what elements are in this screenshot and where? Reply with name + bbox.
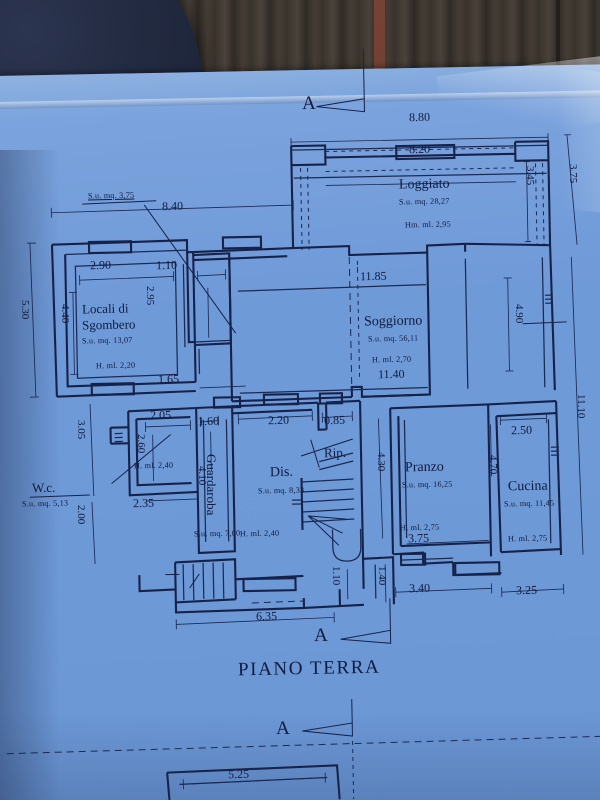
dim-bottom-340: 3.40 — [408, 580, 431, 596]
room-height-wc: H. ml. 2,40 — [133, 460, 174, 471]
dim-closet-width: 1.10 — [155, 257, 178, 273]
room-area-dis: S.u. mq. 8,33 — [257, 485, 305, 496]
dim-bottom-110: 1.10 — [330, 566, 342, 586]
dim-soggiorno-top: 11.85 — [359, 268, 387, 284]
photo-shadow-left — [0, 150, 60, 800]
dim-cucina-top: 2.50 — [510, 422, 533, 438]
dim-top-left-span: 8.40 — [161, 198, 184, 214]
room-height-soggiorno: H. ml. 2,70 — [371, 354, 412, 365]
room-height-cucina: H. ml. 2,75 — [507, 533, 548, 544]
dim-sgombero-height: 4.40 — [59, 304, 71, 324]
dim-closet-height: 2.95 — [144, 286, 156, 306]
dim-sgombero-width: 2.90 — [89, 257, 112, 273]
room-label-sgombero-line2: Sgombero — [81, 316, 136, 333]
dim-pranzo-side: 4.30 — [375, 452, 387, 472]
dim-wc-top-205: 2.05 — [149, 407, 172, 423]
dim-corridor-1-65: 1.65 — [157, 371, 180, 387]
room-label-rip: Rip. — [323, 444, 347, 461]
dim-dis-top: 2.20 — [267, 412, 290, 428]
room-height-loggiato: Hm. ml. 2,95 — [404, 219, 451, 230]
section-marker-a-middle: A — [313, 624, 328, 647]
dim-pranzo-bottom: 3.75 — [407, 530, 430, 546]
room-label-sgombero-line1: Locali di — [81, 300, 129, 317]
dim-bottom-140: 1.40 — [376, 566, 388, 586]
room-height-sgombero: H. ml. 2,20 — [95, 360, 136, 371]
room-area-guardaroba: S.u. mq. 7,00 — [193, 528, 241, 539]
dim-right-lower: 11.10 — [575, 394, 587, 419]
dim-loggiato-outer: 8.80 — [408, 109, 431, 125]
room-area-balcone: S.u. mq. 3,75 — [87, 190, 135, 201]
dim-cucina-side: 4.70 — [487, 455, 499, 475]
room-area-pranzo: S.u. mq. 16,25 — [401, 479, 453, 490]
dim-loggiato-depth: 3.45 — [524, 166, 536, 186]
dim-guardaroba-side: 4.10 — [196, 466, 208, 486]
dim-bottom-325: 3.25 — [515, 582, 538, 598]
dim-wc-vert-305: 3.05 — [75, 420, 87, 440]
room-area-sgombero: S.u. mq. 13,07 — [81, 335, 133, 346]
dim-wc-bottom-235: 2.35 — [132, 495, 155, 511]
dim-right-upper: 3.75 — [567, 164, 579, 184]
section-marker-a-top: A — [301, 92, 316, 115]
room-label-soggiorno: Soggiorno — [363, 313, 423, 330]
dim-wc-side-260: 2.60 — [135, 434, 147, 454]
room-label-cucina: Cucina — [507, 478, 548, 495]
dim-guardaroba-top: 1.60 — [197, 413, 220, 429]
room-height-dis: H. ml. 2,40 — [239, 528, 280, 539]
dim-rip-top: 0.85 — [323, 412, 346, 428]
room-area-loggiato: S.u. mq. 28,27 — [398, 196, 450, 207]
room-label-dis: Dis. — [269, 464, 294, 481]
dim-wc-vert-200: 2.00 — [75, 505, 87, 525]
dim-bottom-635: 6.35 — [255, 608, 278, 624]
page-title: PIANO TERRA — [237, 656, 381, 681]
room-area-soggiorno: S.u. mq. 56,11 — [367, 333, 419, 344]
dim-loggiato-inner: 8.20 — [408, 141, 431, 157]
dim-soggiorno-bottom: 11.40 — [377, 366, 405, 382]
photo-shadow-bottom — [0, 710, 600, 800]
dim-soggiorno-right: 4.90 — [513, 304, 525, 324]
room-area-cucina: S.u. mq. 11,45 — [503, 498, 555, 509]
room-label-pranzo: Pranzo — [404, 459, 445, 476]
room-label-loggiato: Loggiato — [398, 176, 450, 193]
